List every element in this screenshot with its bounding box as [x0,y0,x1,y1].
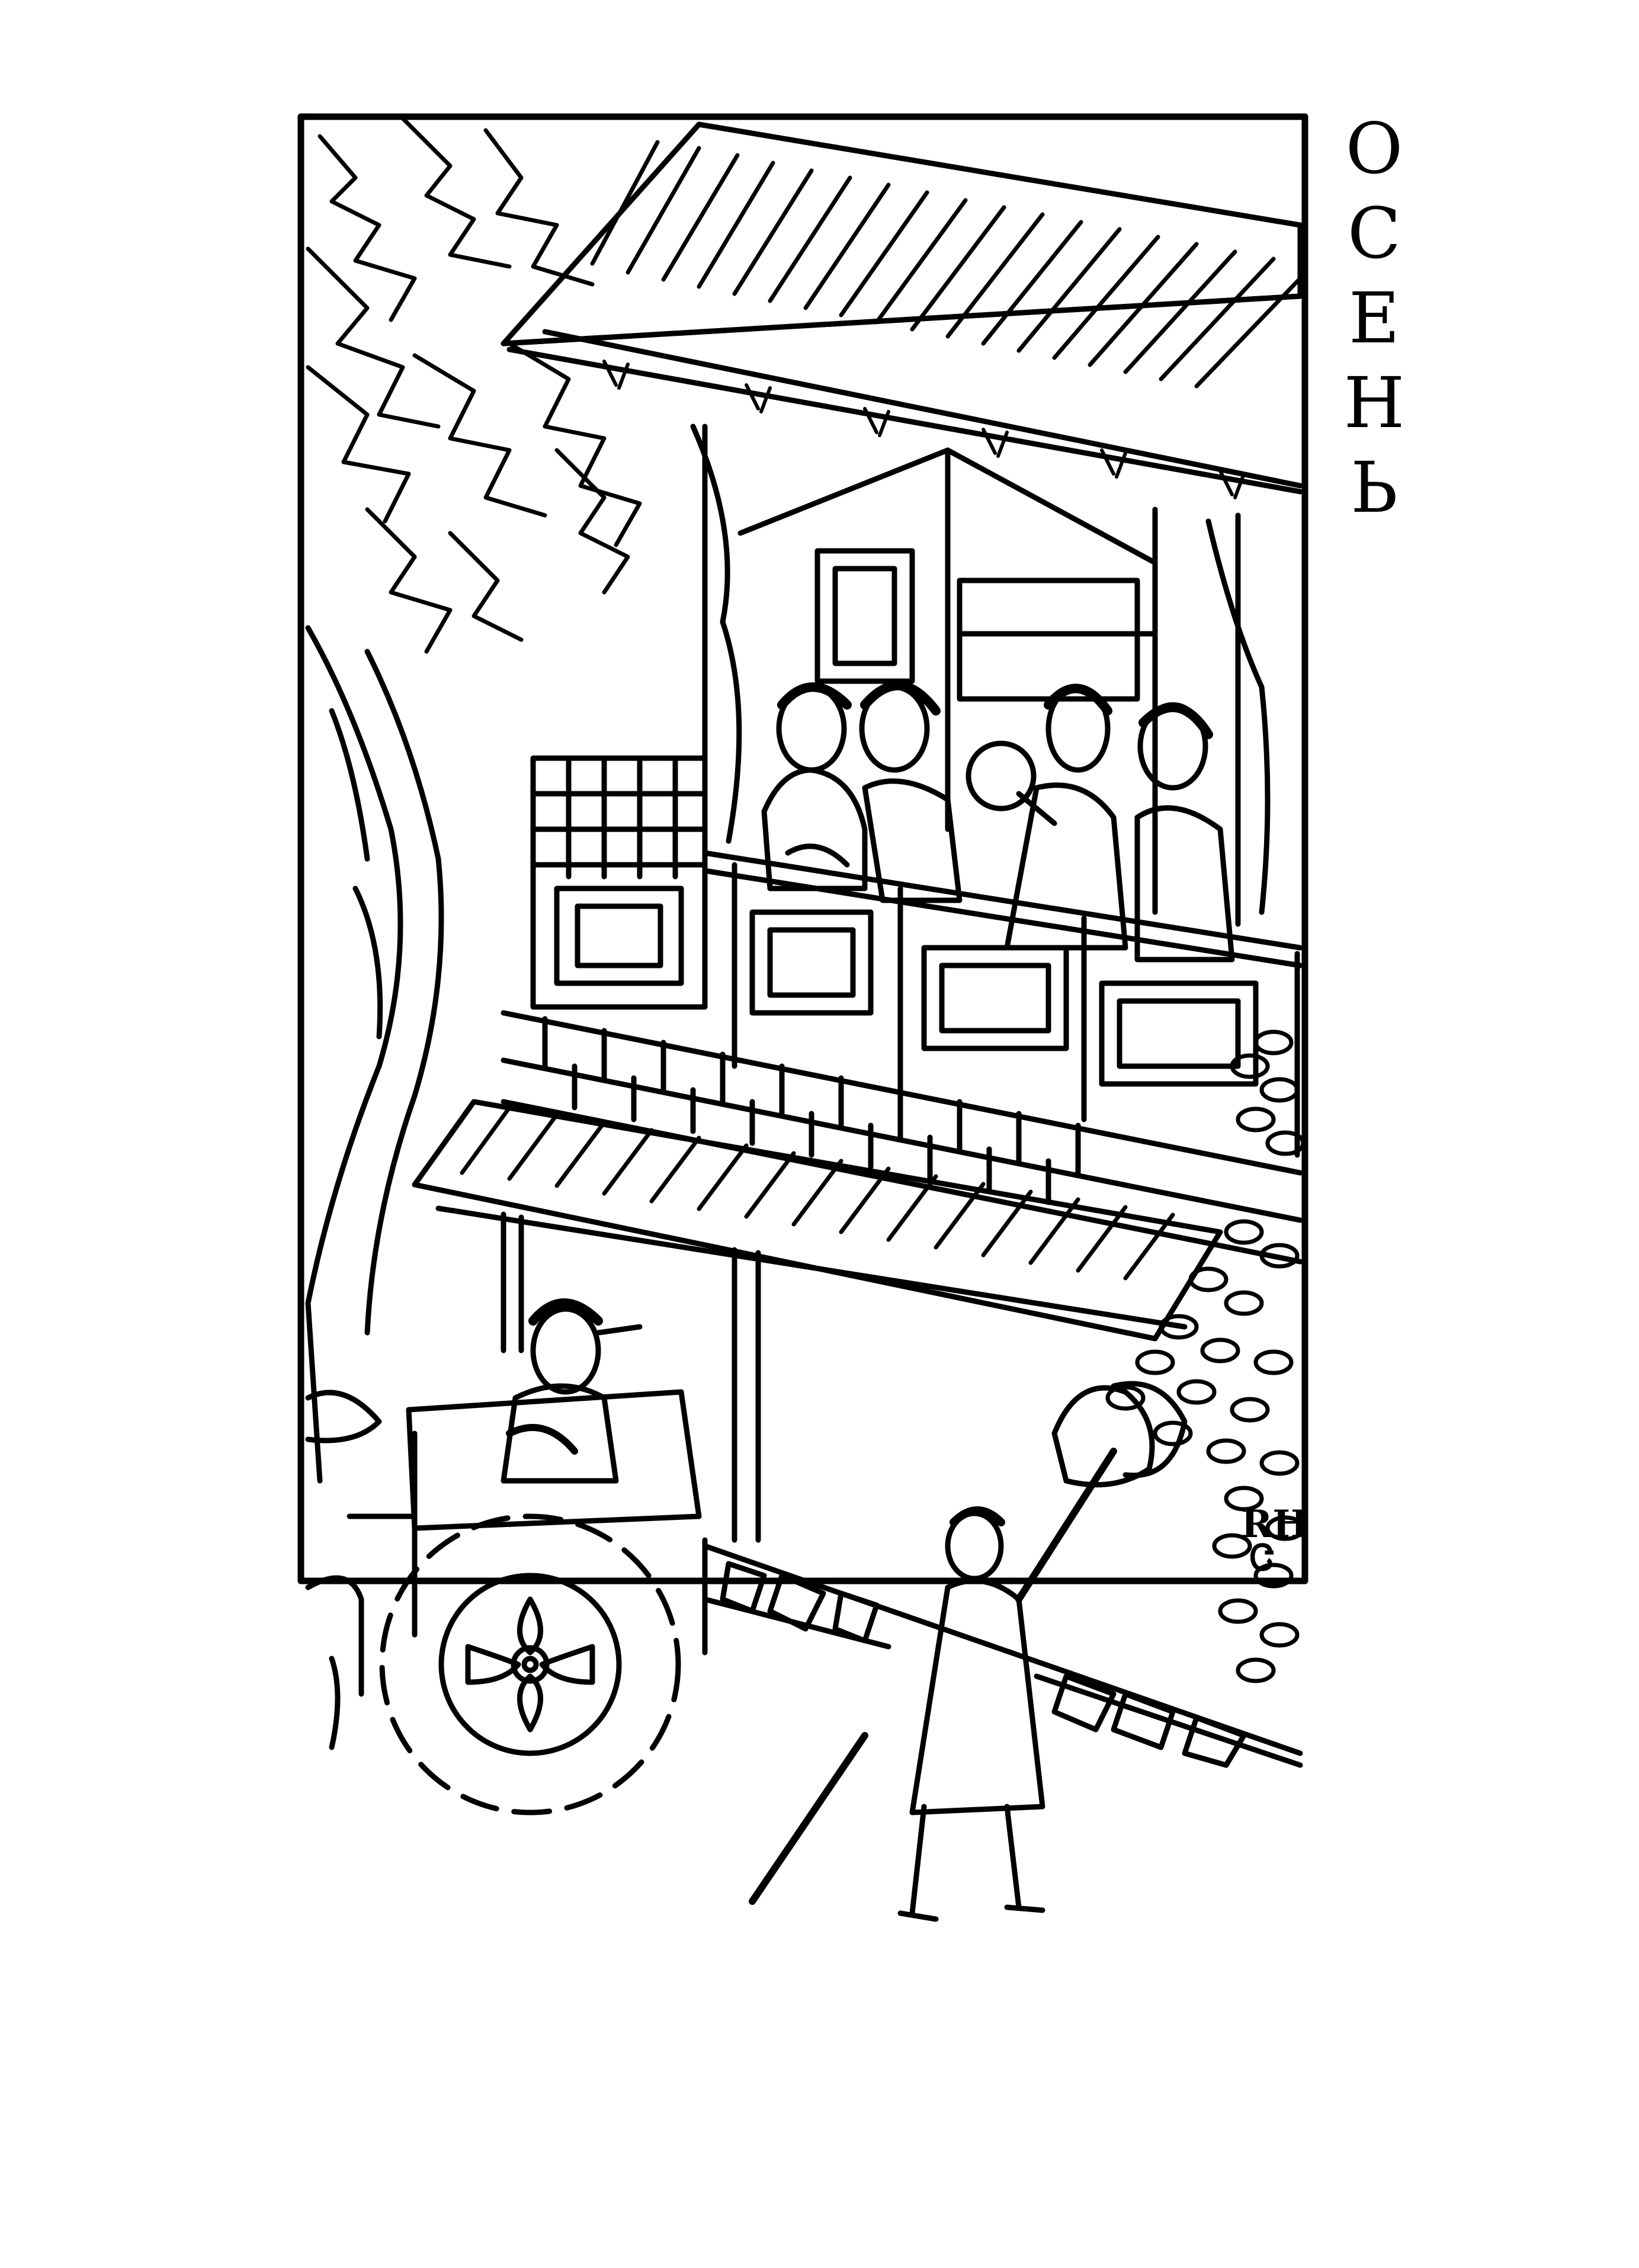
pavilion-inner-wall [737,447,1158,832]
vertical-title: О С Е Н Ь [1321,107,1428,530]
title-letter-3: Е [1348,277,1400,359]
balcony-lattice [530,755,708,1010]
monogram-line-1: RH [1241,1502,1308,1547]
lower-awning [412,1099,1223,1543]
monogram-line-2: Ꮳ [1250,1537,1274,1579]
garden-wall [702,1537,1303,1768]
title-letter-1: О [1345,108,1403,190]
woman-2 [859,681,963,903]
woman-1 [761,682,868,891]
willow-tree [305,116,642,1484]
cart [305,1389,702,1815]
garden-foliage [1105,1029,1306,1683]
pavilion-roof [501,121,1303,499]
woman-4 [1134,702,1235,963]
title-letter-4: Н [1343,362,1405,444]
attendant [749,1381,1188,1922]
title-letter-2: С [1347,193,1401,274]
woman-3-with-fan [966,684,1128,951]
cart-wheel [379,1513,681,1815]
balcony-railing [702,850,1303,1158]
artist-monogram: RH Ꮳ [1241,1502,1308,1579]
title-letter-5: Ь [1351,447,1398,528]
women-on-balcony [761,681,1235,963]
pavilion-curtains [690,424,1271,927]
